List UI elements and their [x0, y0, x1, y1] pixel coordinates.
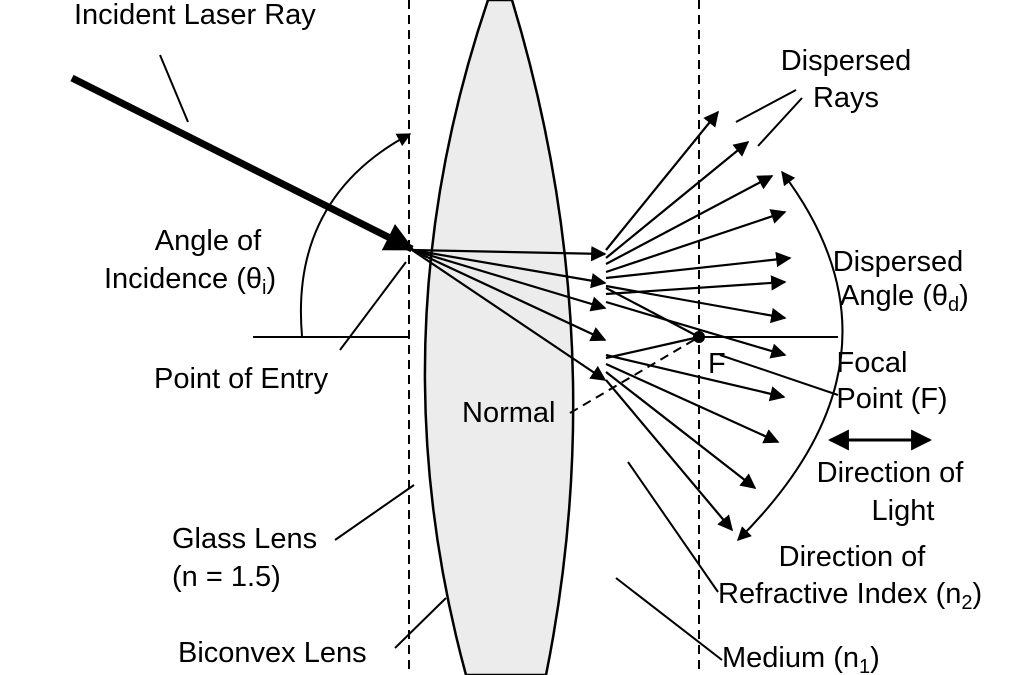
incident-ray-label: Incident Laser Ray — [74, 0, 316, 31]
point-of-entry-label: Point of Entry — [154, 363, 329, 395]
medium-label: Medium (n1) — [722, 642, 880, 675]
direction-of-light-label-line1: Direction of — [817, 457, 965, 489]
dispersed-rays-leader-1 — [735, 89, 797, 123]
glass-lens-label-line1: Glass Lens — [172, 523, 317, 555]
direction-refractive-label-line2: Refractive Index (n2) — [718, 578, 982, 614]
normal-line — [569, 336, 700, 414]
dispersed-angle-label-line1: Dispersed — [833, 246, 964, 278]
dispersed-rays-leader-2 — [757, 97, 803, 147]
angle-of-incidence-label-line2: Incidence (θi) — [104, 263, 276, 299]
direction-refractive-label-line1: Direction of — [779, 541, 927, 573]
dispersed-angle-arc — [737, 170, 844, 541]
refractive-index-leader — [627, 461, 719, 593]
focal-letter-label: F — [708, 348, 726, 380]
point-of-entry-leader — [339, 261, 407, 351]
dispersed-rays-label-line2: Rays — [813, 82, 879, 114]
medium-leader — [615, 577, 723, 661]
focal-point-leader — [719, 354, 839, 396]
incident-label-leader — [159, 54, 189, 123]
glass-lens-label-line2: (n = 1.5) — [172, 561, 281, 593]
normal-label: Normal — [462, 397, 555, 429]
biconvex-lens-label: Biconvex Lens — [178, 637, 367, 669]
dispersed-rays-label-line1: Dispersed — [781, 45, 912, 77]
biconvex-lens-shape — [423, 0, 575, 675]
focal-point-dot — [693, 331, 705, 343]
glass-lens-leader — [334, 484, 415, 541]
angle-of-incidence-arc — [300, 133, 412, 337]
incident-laser-ray — [70, 74, 415, 253]
angle-of-incidence-label-line1: Angle of — [155, 225, 262, 257]
internal-rays — [411, 246, 607, 381]
focal-point-label-line1: Focal — [837, 347, 908, 379]
biconvex-lens-leader — [394, 597, 447, 649]
dispersed-angle-label-line2: Angle (θd) — [840, 280, 969, 316]
direction-of-light-label-line2: Light — [872, 495, 935, 527]
focal-point-label-line2: Point (F) — [836, 383, 947, 415]
